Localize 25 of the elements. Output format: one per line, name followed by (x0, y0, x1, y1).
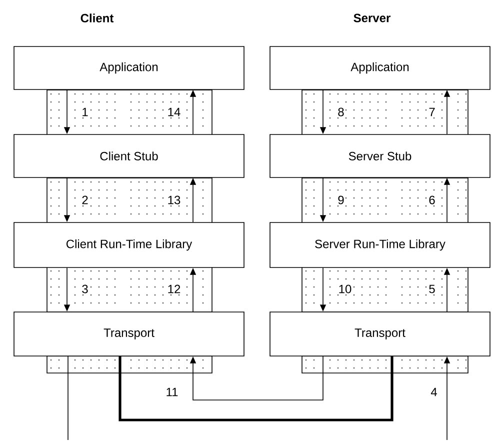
edge-label: 14 (166, 106, 182, 118)
edge-label: 3 (80, 284, 90, 294)
edge-label: 2 (80, 194, 90, 206)
layer-box: Transport (14, 312, 244, 356)
layer-box: Client Stub (14, 134, 244, 178)
arrow (190, 356, 324, 400)
edge-label: 12 (166, 284, 182, 294)
column-title: Server (354, 14, 390, 22)
edge-label: 1 (80, 106, 90, 118)
edge-label: 8 (336, 106, 346, 118)
edge-label: 11 (164, 386, 180, 398)
edge-label: 4 (430, 386, 438, 398)
edge-label: 5 (428, 284, 436, 294)
edge-label: 9 (336, 194, 346, 206)
edge-label: 7 (428, 106, 436, 118)
layer-box: Application (14, 46, 244, 90)
edge-label: 6 (428, 194, 436, 206)
layer-box: Application (270, 46, 490, 90)
edge-label: 13 (166, 194, 182, 206)
edge-label: 10 (337, 284, 353, 294)
column-title: Client (80, 14, 114, 22)
layer-box: Client Run-Time Library (14, 222, 244, 268)
layer-box: Transport (270, 312, 490, 356)
layer-box: Server Stub (270, 134, 490, 178)
layer-box: Server Run-Time Library (270, 222, 490, 268)
